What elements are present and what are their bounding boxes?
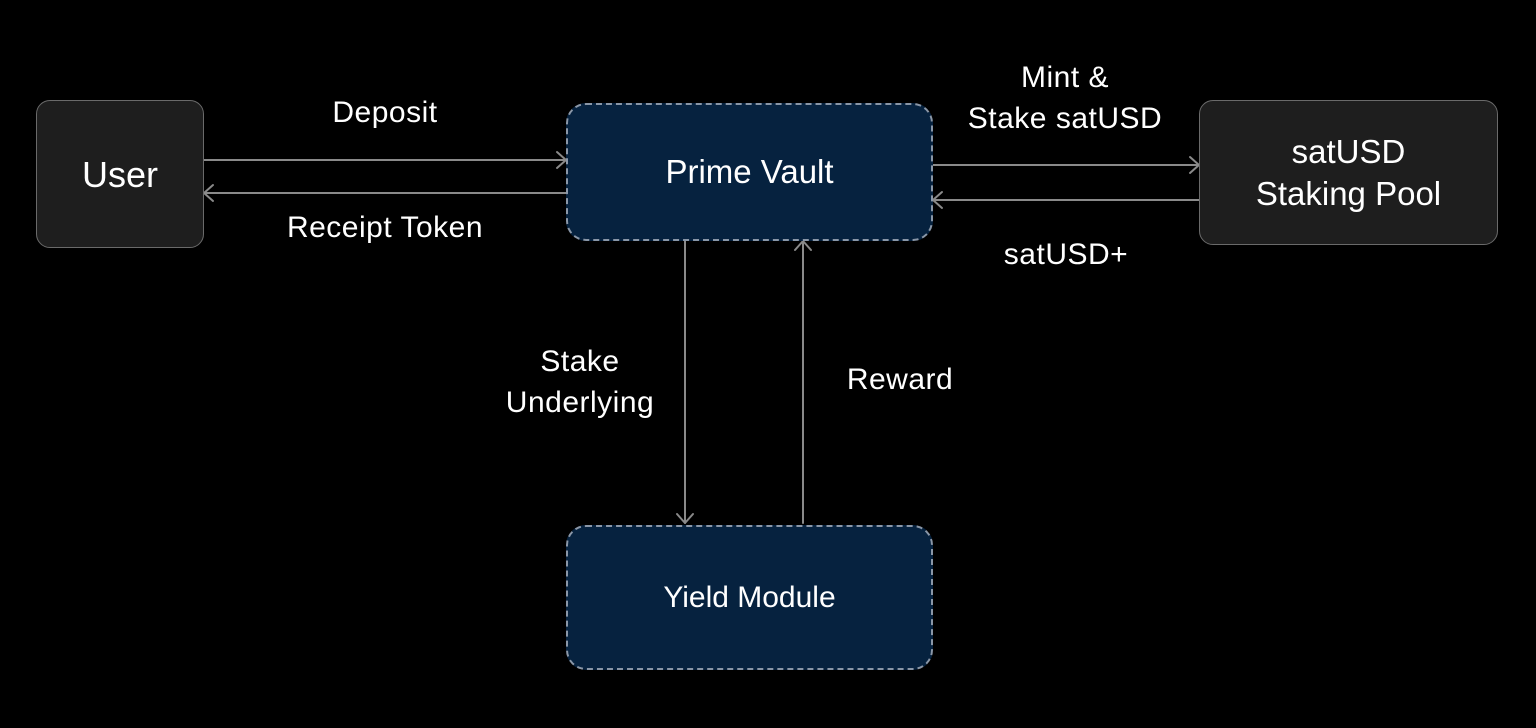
mint-stake-label: Mint & Stake satUSD [967,61,1163,135]
stake-underlying-label: Stake Underlying [505,345,655,419]
arrow-receipt-token [203,184,567,202]
deposit-label: Deposit [332,96,438,129]
user-node: User [36,100,204,248]
receipt-token-label: Receipt Token [286,211,484,244]
satusd-plus-label: satUSD+ [1003,238,1129,271]
arrow-deposit [203,151,567,169]
arrow-mint-stake [932,156,1200,174]
staking-pool-node-label: satUSD Staking Pool [1255,133,1442,212]
user-node-label: User [81,153,158,195]
staking-pool-node: satUSD Staking Pool [1199,100,1498,245]
prime-vault-node-label: Prime Vault [665,153,834,191]
yield-module-node-label: Yield Module [663,580,836,614]
arrow-reward [794,240,812,524]
prime-vault-node: Prime Vault [566,103,933,241]
yield-module-node: Yield Module [566,525,933,670]
reward-label: Reward [846,363,954,396]
arrow-stake-underlying [676,240,694,524]
arrow-satusd-plus [932,191,1200,209]
